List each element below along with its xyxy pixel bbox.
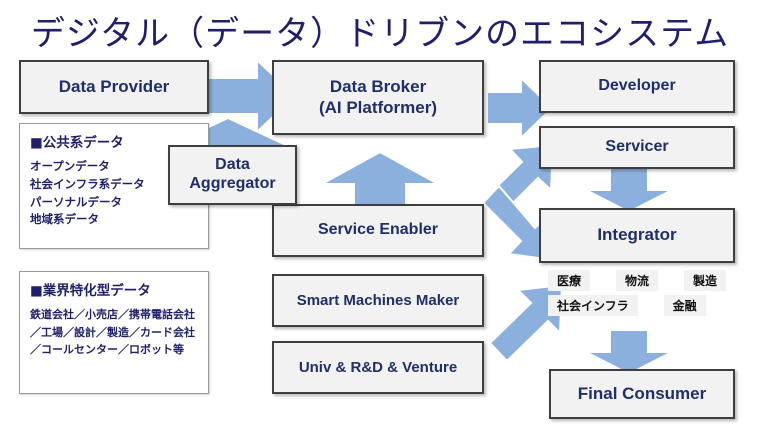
node-developer[interactable]: Developer	[539, 60, 735, 113]
node-data-broker-label-line2: (AI Platformer)	[318, 97, 438, 117]
arrow-makers-to-industry-tags	[488, 283, 564, 363]
list-item: オープンデータ	[30, 159, 110, 173]
node-data-provider[interactable]: Data Provider	[19, 60, 209, 114]
node-data-aggregator-label-line1: Data	[215, 156, 250, 174]
node-smart-machines-maker-label: Smart Machines Maker	[296, 291, 460, 309]
node-data-provider-label: Data Provider	[58, 76, 170, 96]
industry-tag: 医療	[548, 270, 591, 291]
node-univ-rd-venture-label: Univ & R&D & Venture	[298, 358, 458, 376]
node-data-broker[interactable]: Data Broker (AI Platformer)	[272, 60, 484, 135]
industry-tag: 物流	[616, 270, 659, 291]
node-integrator-label: Integrator	[597, 225, 677, 245]
panel-industry-data-heading: ■業界特化型データ	[30, 283, 151, 299]
node-smart-machines-maker[interactable]: Smart Machines Maker	[272, 274, 484, 327]
node-final-consumer[interactable]: Final Consumer	[549, 369, 735, 419]
industry-tags-row-1: 医療 物流 製造	[548, 270, 738, 291]
industry-tag: 金融	[663, 295, 706, 316]
list-item: パーソナルデータ	[30, 194, 122, 209]
arrow-industry-tags-to-final-consumer	[585, 329, 673, 376]
industry-tag: 製造	[684, 270, 727, 291]
node-service-enabler-label: Service Enabler	[317, 221, 439, 239]
arrow-service-enabler-to-integrator	[481, 184, 555, 264]
panel-public-data: ■公共系データ オープンデータ 社会インフラ系データ パーソナルデータ 地域系デ…	[19, 123, 209, 249]
arrow-service-enabler-to-broker	[321, 150, 439, 206]
node-integrator[interactable]: Integrator	[539, 208, 735, 263]
node-data-aggregator-label-line2: Aggregator	[189, 175, 276, 192]
panel-public-data-list: オープンデータ 社会インフラ系データ パーソナルデータ 地域系データ	[30, 158, 198, 229]
arrow-broker-to-developer	[486, 75, 554, 141]
panel-public-data-heading: ■公共系データ	[30, 135, 124, 151]
node-servicer-label: Servicer	[605, 138, 669, 156]
industry-tag: 社会インフラ	[548, 295, 638, 316]
panel-industry-data-body: 鉄道会社／小売店／携帯電話会社／工場／設計／製造／カード会社／コールセンター／ロ…	[30, 308, 195, 357]
node-developer-label: Developer	[598, 77, 676, 95]
node-service-enabler[interactable]: Service Enabler	[272, 204, 484, 257]
industry-tags-row-2: 社会インフラ 金融	[548, 295, 738, 316]
industry-tags: 医療 物流 製造 社会インフラ 金融	[548, 270, 738, 320]
node-data-broker-label-line1: Data Broker	[329, 77, 427, 97]
node-final-consumer-label: Final Consumer	[577, 383, 707, 403]
node-univ-rd-venture[interactable]: Univ & R&D & Venture	[272, 341, 484, 394]
node-servicer[interactable]: Servicer	[539, 126, 735, 169]
list-item: 地域系データ	[30, 212, 99, 227]
panel-industry-data: ■業界特化型データ 鉄道会社／小売店／携帯電話会社／工場／設計／製造／カード会社…	[19, 271, 209, 394]
node-data-aggregator[interactable]: Data Aggregator	[168, 145, 297, 205]
page-title: デジタル（データ）ドリブンのエコシステム	[30, 14, 730, 54]
list-item: 社会インフラ系データ	[30, 176, 145, 191]
arrow-servicer-to-integrator	[585, 167, 673, 214]
